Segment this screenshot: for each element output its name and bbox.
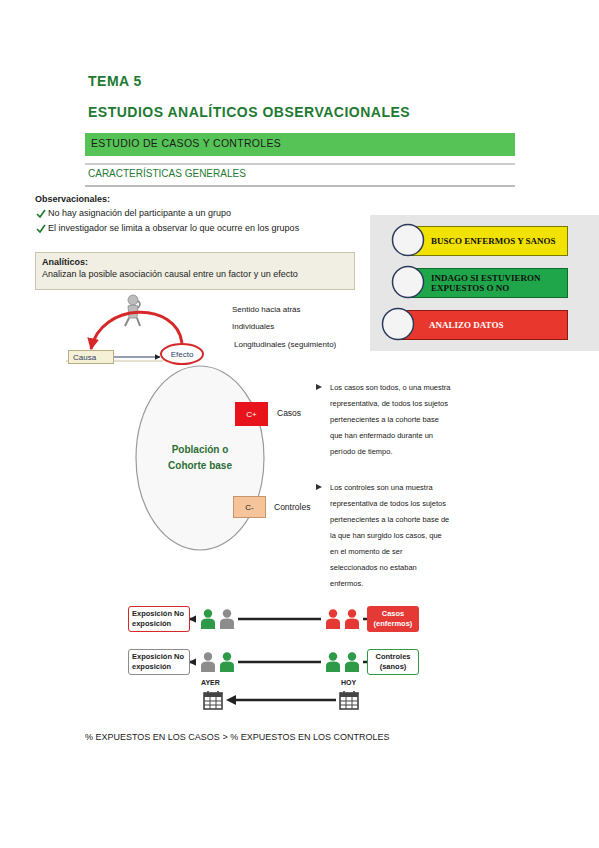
definition-box: Analíticos: Analizan la posible asociació…	[35, 252, 355, 290]
person-icon	[326, 652, 340, 672]
step-band: INDAGO SI ESTUVIERON EXPUESTOS O NO	[408, 268, 568, 298]
definition-text: Los casos son todos, o una muestra repre…	[330, 380, 452, 460]
list-item: El investigador se limita a observar lo …	[48, 223, 299, 233]
list-heading: Observacionales:	[35, 194, 110, 204]
node-text: BUSCO ENFERMOS Y SANOS	[431, 236, 556, 246]
person-icon	[345, 652, 359, 672]
population-ellipse: Población o Cohorte base	[135, 365, 265, 551]
thinker-figure	[125, 295, 140, 326]
bullet-arrow	[316, 384, 322, 390]
feature-text: Sentido hacia atrás	[232, 305, 301, 314]
cause-box: Causa	[68, 350, 114, 364]
calendar-icon	[340, 691, 358, 709]
bullet-arrow	[316, 484, 322, 490]
node-text: ANALIZO DATOS	[429, 320, 503, 330]
connector-arrow	[114, 356, 160, 357]
person-icon	[326, 609, 340, 629]
connector-arrow	[190, 661, 367, 664]
band-circle	[381, 307, 415, 341]
control-square: C-Controles	[233, 496, 266, 518]
check-mark	[37, 225, 45, 232]
node-text: Exposición No exposición	[132, 609, 186, 629]
person-icon	[201, 652, 215, 672]
band-circle	[391, 223, 425, 257]
feature-text: Individuales	[232, 322, 274, 331]
effect-ellipse: Efecto	[160, 343, 204, 365]
list-item: No hay asignación del participante a un …	[48, 208, 231, 218]
node-text: INDAGO SI ESTUVIERON EXPUESTOS O NO	[431, 273, 563, 293]
slide-panel	[370, 215, 599, 351]
person-icon	[220, 609, 234, 629]
node-caption: Controles	[274, 502, 310, 512]
band-circle	[391, 265, 425, 299]
definition-text: Los controles son una muestra representa…	[330, 480, 452, 592]
node-text: ESTUDIO DE CASOS Y CONTROLES	[91, 137, 509, 149]
cases-box: Casos (enfermos)	[367, 606, 419, 632]
node-text: C+	[246, 410, 256, 419]
connector-arrow	[190, 618, 367, 621]
node-text: Causa	[73, 353, 96, 362]
check-mark	[37, 210, 45, 217]
time-label: AYER	[201, 679, 220, 686]
rule-line	[85, 186, 515, 187]
page-title: TEMA 5	[88, 73, 142, 89]
node-caption: Analizan la posible asociación causal en…	[42, 269, 348, 279]
exposure-box: Exposición No exposición	[128, 606, 190, 632]
node-caption: Casos	[277, 408, 301, 418]
node-text: Población o Cohorte base	[162, 442, 238, 474]
time-label: HOY	[341, 679, 356, 686]
node-text: Exposición No exposición	[132, 652, 186, 672]
ellipse-outline	[135, 365, 265, 551]
person-icon	[345, 609, 359, 629]
case-square: C+Casos	[235, 402, 268, 426]
node-text: Efecto	[171, 350, 194, 359]
subheading: CARACTERÍSTICAS GENERALES	[88, 168, 246, 179]
feature-text: Longitudinales (seguimiento)	[234, 340, 336, 349]
step-band: BUSCO ENFERMOS Y SANOS	[408, 226, 568, 256]
connector-arrow	[91, 312, 182, 349]
person-icon	[220, 652, 234, 672]
conclusion-text: % EXPUESTOS EN LOS CASOS > % EXPUESTOS E…	[85, 732, 390, 742]
step-band: ANALIZO DATOS	[398, 310, 568, 340]
node-text: C-	[245, 503, 253, 512]
controls-box: Controles (sanos)	[367, 649, 419, 675]
time-arrow	[232, 699, 336, 702]
section-heading: ESTUDIOS ANALÍTICOS OBSERVACIONALES	[88, 104, 410, 120]
title-band: ESTUDIO DE CASOS Y CONTROLES	[85, 133, 515, 156]
rule-line	[85, 164, 515, 165]
person-icon	[201, 609, 215, 629]
exposure-box: Exposición No exposición	[128, 649, 190, 675]
node-text: Analíticos:	[42, 257, 348, 267]
node-text: Casos (enfermos)	[370, 609, 416, 629]
calendar-icon	[204, 691, 222, 709]
node-text: Controles (sanos)	[371, 652, 415, 672]
time-arrowhead	[226, 695, 236, 705]
